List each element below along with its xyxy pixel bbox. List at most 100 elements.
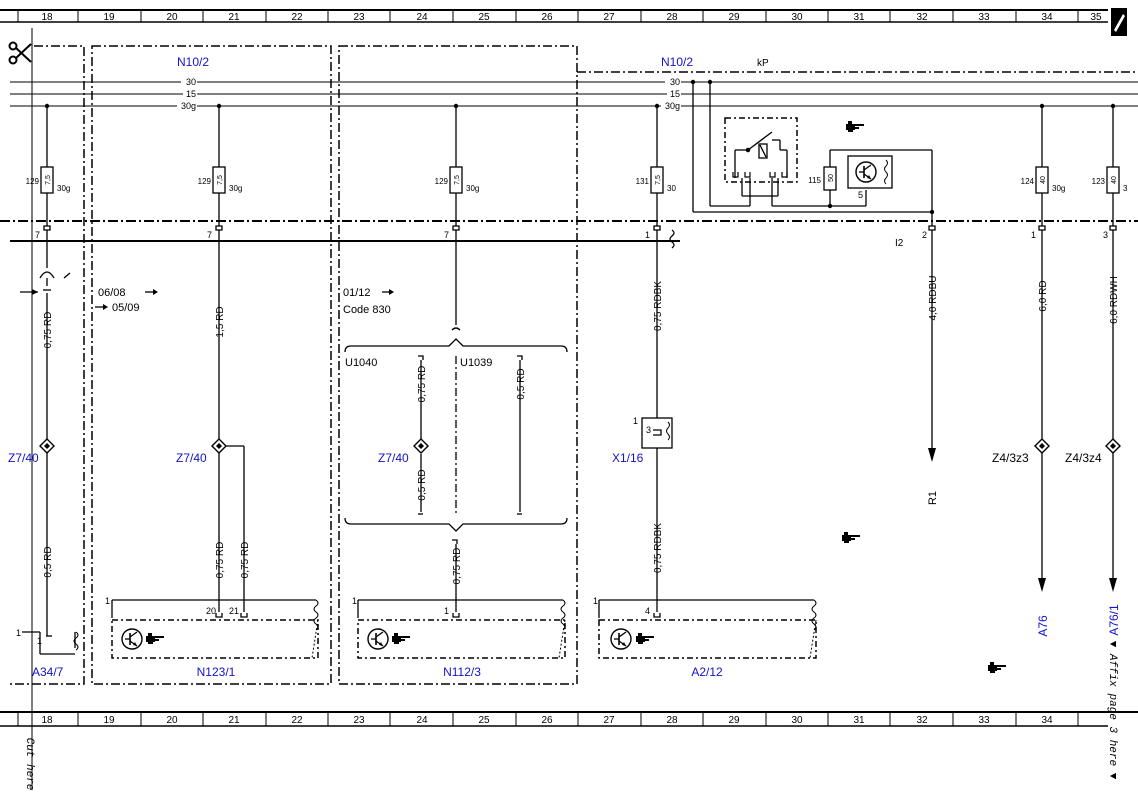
module-label-n10-2-right: N10/2 bbox=[661, 55, 693, 69]
bottom-col-label: 19 bbox=[103, 715, 115, 726]
fuse-terminal: 30g bbox=[57, 184, 70, 193]
top-col-label: 20 bbox=[166, 12, 178, 23]
bottom-col-label: 31 bbox=[853, 715, 865, 726]
splice-point bbox=[211, 438, 227, 454]
pin-number: 1 bbox=[16, 628, 21, 638]
bottom-col-label: 34 bbox=[1041, 715, 1053, 726]
bus-label-15: 15 bbox=[670, 89, 680, 99]
splice-label: Z4/3z4 bbox=[1065, 451, 1102, 465]
arrow-right-icon bbox=[145, 289, 158, 295]
fuse-rating: 7,5 bbox=[45, 175, 52, 185]
wire-label: 4,0 RDBU bbox=[928, 275, 939, 320]
fuse-rating: 7,5 bbox=[655, 175, 662, 185]
pin-number: 1 bbox=[105, 596, 110, 606]
wire-label: 0,75 RD bbox=[417, 366, 428, 403]
transistor-icon bbox=[121, 628, 143, 650]
splice-label: Z7/40 bbox=[176, 451, 207, 465]
reference-label: A76 bbox=[1036, 615, 1050, 637]
pin-number: 1 bbox=[37, 636, 42, 646]
splice-point bbox=[39, 438, 55, 454]
fuse-rating: 7,5 bbox=[454, 175, 461, 185]
date-from-label: 06/08 bbox=[98, 287, 126, 299]
pin-number: 7 bbox=[444, 230, 449, 240]
date-from-label: 01/12 bbox=[343, 287, 371, 299]
wire-label: 0,75 RD bbox=[452, 548, 463, 585]
pin-terminal bbox=[653, 612, 661, 618]
top-col-label: 35 bbox=[1090, 12, 1102, 23]
bottom-col-label: 30 bbox=[791, 715, 803, 726]
page-corner-icon bbox=[1111, 8, 1127, 36]
wire-label: 0,5 RD bbox=[417, 469, 428, 500]
date-to-label: 05/09 bbox=[112, 302, 140, 314]
bus-label-30g: 30g bbox=[665, 101, 680, 111]
pin-number: 1 bbox=[444, 606, 449, 616]
bottom-col-label: 23 bbox=[353, 715, 365, 726]
kp-label: kP bbox=[757, 58, 769, 69]
wire-label: 0,5 RD bbox=[516, 368, 527, 399]
component-box-n123 bbox=[111, 619, 319, 659]
splice-label: Z7/40 bbox=[378, 451, 409, 465]
fuse-rating: 40 bbox=[1111, 176, 1118, 184]
bottom-col-label: 33 bbox=[978, 715, 990, 726]
bottom-col-label: 18 bbox=[41, 715, 53, 726]
pin-number: 1 bbox=[352, 596, 357, 606]
fuse-terminal: 30g bbox=[466, 184, 479, 193]
fuse-terminal: 30g bbox=[1052, 184, 1065, 193]
pointing-hand-icon bbox=[636, 633, 654, 644]
reference-label: R1 bbox=[927, 491, 939, 505]
box-n112-variant bbox=[338, 45, 578, 685]
bus-label-30: 30 bbox=[670, 77, 680, 87]
top-col-label: 26 bbox=[541, 12, 553, 23]
wire-label: 0,75 RD bbox=[43, 312, 54, 349]
top-col-label: 28 bbox=[666, 12, 678, 23]
wire-label: 6,0 RD bbox=[1038, 280, 1049, 311]
bottom-col-label: 32 bbox=[916, 715, 928, 726]
relay-icon bbox=[745, 131, 781, 159]
transistor-icon bbox=[855, 161, 877, 183]
component-label: N112/3 bbox=[443, 665, 481, 679]
pin-number: 2 bbox=[922, 230, 927, 240]
top-col-label: 27 bbox=[603, 12, 615, 23]
code-label: Code 830 bbox=[343, 304, 391, 316]
splice-label: Z7/40 bbox=[8, 451, 39, 465]
wire-label: 0,75 RDBK bbox=[653, 281, 664, 331]
pointing-hand-icon bbox=[846, 121, 864, 132]
bus-label-30: 30 bbox=[186, 77, 196, 87]
pin-number: 1 bbox=[633, 416, 638, 426]
scissors-icon bbox=[8, 41, 32, 65]
pin-number: 21 bbox=[229, 606, 239, 616]
bottom-col-label: 20 bbox=[166, 715, 178, 726]
top-col-label: 21 bbox=[228, 12, 240, 23]
bus-label-15: 15 bbox=[186, 89, 196, 99]
fuse-number: 123 bbox=[1092, 177, 1106, 186]
component-box-a2-12 bbox=[598, 619, 817, 659]
component-box-n112 bbox=[357, 619, 566, 659]
fuse-number: 129 bbox=[435, 177, 449, 186]
pin-terminal bbox=[240, 612, 248, 618]
pin-number: 7 bbox=[207, 230, 212, 240]
bottom-col-label: 21 bbox=[228, 715, 240, 726]
fuse-terminal: 3 bbox=[1123, 184, 1128, 193]
pointing-hand-icon bbox=[842, 532, 860, 543]
top-col-label: 23 bbox=[353, 12, 365, 23]
wire-label: 0,5 RD bbox=[43, 546, 54, 577]
pin-number: 1 bbox=[1031, 230, 1036, 240]
fuse-number: 124 bbox=[1021, 177, 1035, 186]
ground-id-label: I2 bbox=[895, 238, 904, 249]
bottom-grid-ruler: 18 19 20 21 22 23 24 25 26 27 28 29 30 3… bbox=[0, 711, 1138, 727]
splice-point bbox=[1034, 438, 1050, 454]
fuse-terminal: 30 bbox=[667, 184, 676, 193]
top-col-label: 18 bbox=[41, 12, 53, 23]
pointing-hand-icon bbox=[146, 633, 164, 644]
fuse-rating: 50 bbox=[828, 174, 835, 182]
splice-label: Z4/3z3 bbox=[992, 451, 1029, 465]
top-col-label: 29 bbox=[728, 12, 740, 23]
pin-number: 3 bbox=[646, 425, 651, 435]
bottom-col-label: 27 bbox=[603, 715, 615, 726]
top-col-label: 32 bbox=[916, 12, 928, 23]
top-col-label: 19 bbox=[103, 12, 115, 23]
relay-dashed-box bbox=[724, 117, 798, 183]
top-col-label: 31 bbox=[853, 12, 865, 23]
top-col-label: 30 bbox=[791, 12, 803, 23]
wire-label: 0,75 RDBK bbox=[653, 523, 664, 573]
